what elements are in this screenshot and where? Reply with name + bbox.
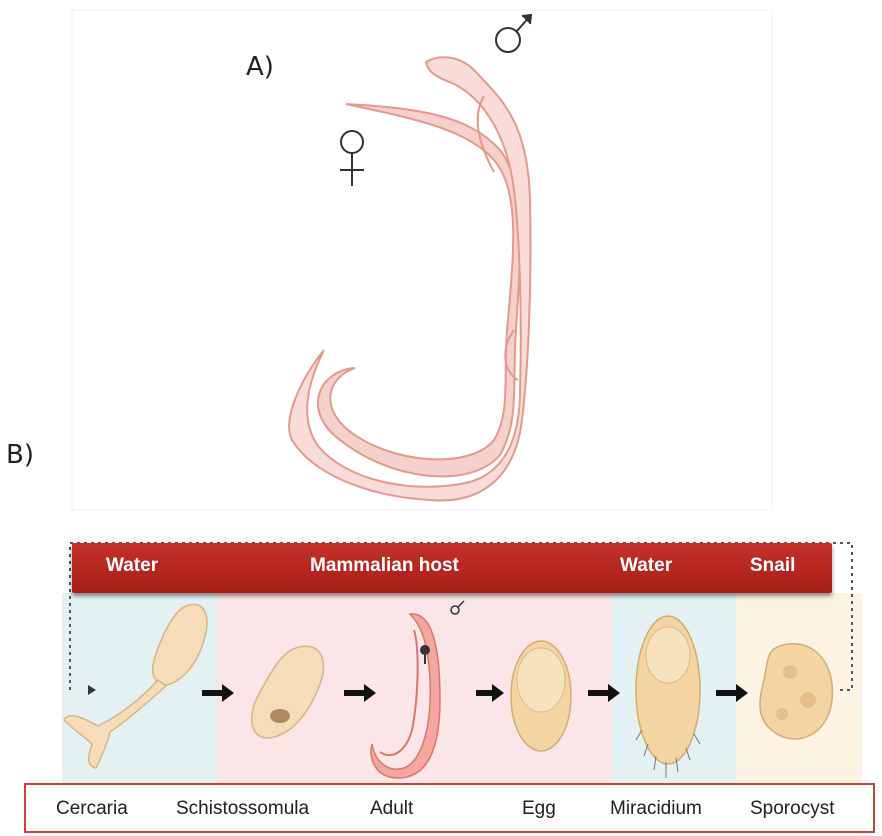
stage-water-left: Water xyxy=(106,555,158,577)
caption-schistossomula: Schistossomula xyxy=(176,798,309,820)
lifecycle-caption-box: Cercaria Schistossomula Adult Egg Miraci… xyxy=(24,783,875,833)
caption-miracidium: Miracidium xyxy=(610,798,702,820)
sporocyst-drawing xyxy=(760,644,832,739)
caption-sporocyst: Sporocyst xyxy=(750,798,834,820)
stage-mammalian-host: Mammalian host xyxy=(310,555,459,577)
egg-drawing xyxy=(511,641,571,751)
caption-adult: Adult xyxy=(370,798,413,820)
stage-water-right: Water xyxy=(620,555,672,577)
stage-snail: Snail xyxy=(750,555,795,577)
caption-egg: Egg xyxy=(522,798,556,820)
stage-banner: Water Mammalian host Water Snail xyxy=(72,543,832,593)
caption-cercaria: Cercaria xyxy=(56,798,128,820)
